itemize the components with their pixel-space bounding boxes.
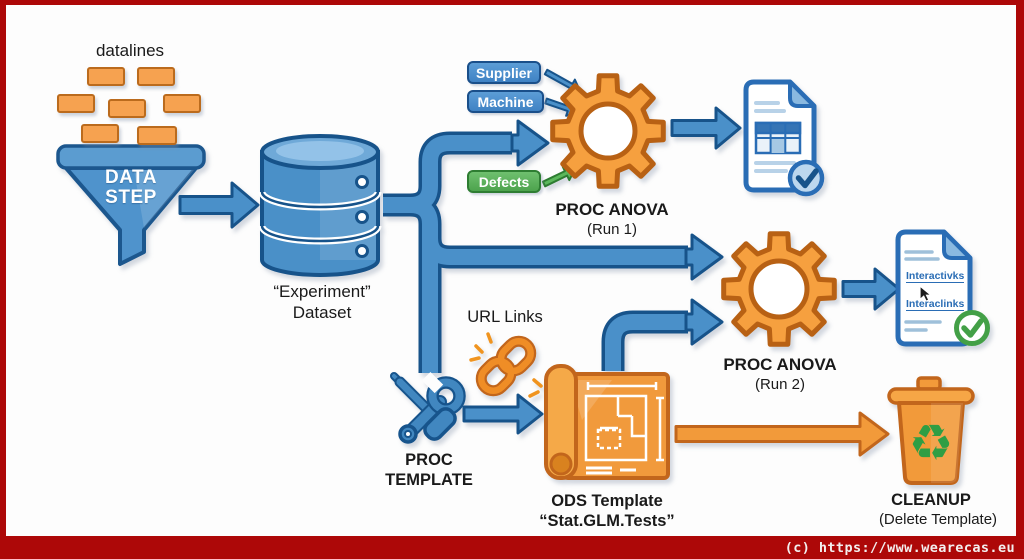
footer-credit-band: (c) https://www.wearecas.eu bbox=[0, 536, 1024, 559]
dataline-brick bbox=[163, 94, 201, 113]
cleanup-subtitle: (Delete Template) bbox=[878, 511, 998, 528]
frame-border-top bbox=[0, 0, 1024, 5]
arrow-to-anova2 bbox=[684, 233, 724, 281]
arrow-ods-to-cleanup bbox=[674, 411, 890, 457]
credit-url: (c) https://www.wearecas.eu bbox=[784, 540, 1015, 556]
cursor-icon bbox=[919, 284, 933, 302]
datalines-label: datalines bbox=[95, 41, 165, 60]
ods-template-scroll-icon bbox=[544, 364, 670, 480]
arrow-funnel-to-dataset bbox=[178, 181, 260, 229]
blueprint-lines bbox=[584, 382, 664, 475]
url-links-label: URL Links bbox=[467, 308, 543, 326]
proc-template-tools-icon bbox=[390, 371, 466, 444]
arrow-anova2-to-report bbox=[841, 267, 901, 311]
anova2-subtitle: (Run 2) bbox=[754, 376, 806, 393]
anova1-gear-icon bbox=[550, 73, 666, 189]
green-check-badge-icon bbox=[954, 310, 990, 346]
check-badge-icon bbox=[787, 159, 825, 197]
report-link-2: Interaclinks bbox=[906, 298, 965, 311]
arrow-to-anova1 bbox=[510, 119, 550, 167]
sparkle-icon bbox=[469, 332, 543, 398]
ods-template-label: ODS Template “Stat.GLM.Tests” bbox=[539, 492, 675, 530]
defects-pill: Defects bbox=[467, 170, 541, 193]
arrow-template-to-anova2 bbox=[684, 298, 724, 346]
arrow-anova1-to-report bbox=[670, 106, 742, 150]
report2-document-icon bbox=[895, 229, 990, 347]
report1-document-icon bbox=[743, 79, 825, 197]
arrow-proctemplate-to-ods bbox=[462, 393, 544, 435]
recycle-icon: ♻ bbox=[909, 414, 954, 472]
anova1-title: PROC ANOVA bbox=[555, 200, 669, 219]
dataline-brick bbox=[57, 94, 95, 113]
dataline-brick bbox=[87, 67, 125, 86]
dataset-label: “Experiment” Dataset bbox=[273, 282, 371, 322]
dataline-brick bbox=[108, 99, 146, 118]
anova1-subtitle: (Run 1) bbox=[586, 221, 638, 238]
dataline-brick bbox=[81, 124, 119, 143]
anova2-title: PROC ANOVA bbox=[723, 355, 837, 374]
proc-template-label: PROC TEMPLATE bbox=[385, 451, 473, 489]
dataset-database-icon bbox=[258, 134, 382, 277]
anova2-gear-icon bbox=[721, 231, 837, 347]
url-link-chain-icon bbox=[469, 332, 543, 398]
report-link-1: Interactivks bbox=[906, 270, 965, 283]
frame-border-right bbox=[1016, 0, 1024, 559]
cleanup-trash-icon: ♻ bbox=[887, 376, 975, 485]
frame-border-left bbox=[0, 0, 6, 559]
data-step-label: DATA STEP bbox=[105, 167, 157, 208]
cleanup-title: CLEANUP bbox=[891, 491, 971, 509]
dataset-pipes bbox=[383, 119, 724, 373]
dataline-brick bbox=[137, 126, 177, 145]
data-step-funnel-icon bbox=[56, 144, 206, 266]
supplier-pill: Supplier bbox=[467, 61, 541, 84]
machine-pill: Machine bbox=[467, 90, 544, 113]
dataline-brick bbox=[137, 67, 175, 86]
